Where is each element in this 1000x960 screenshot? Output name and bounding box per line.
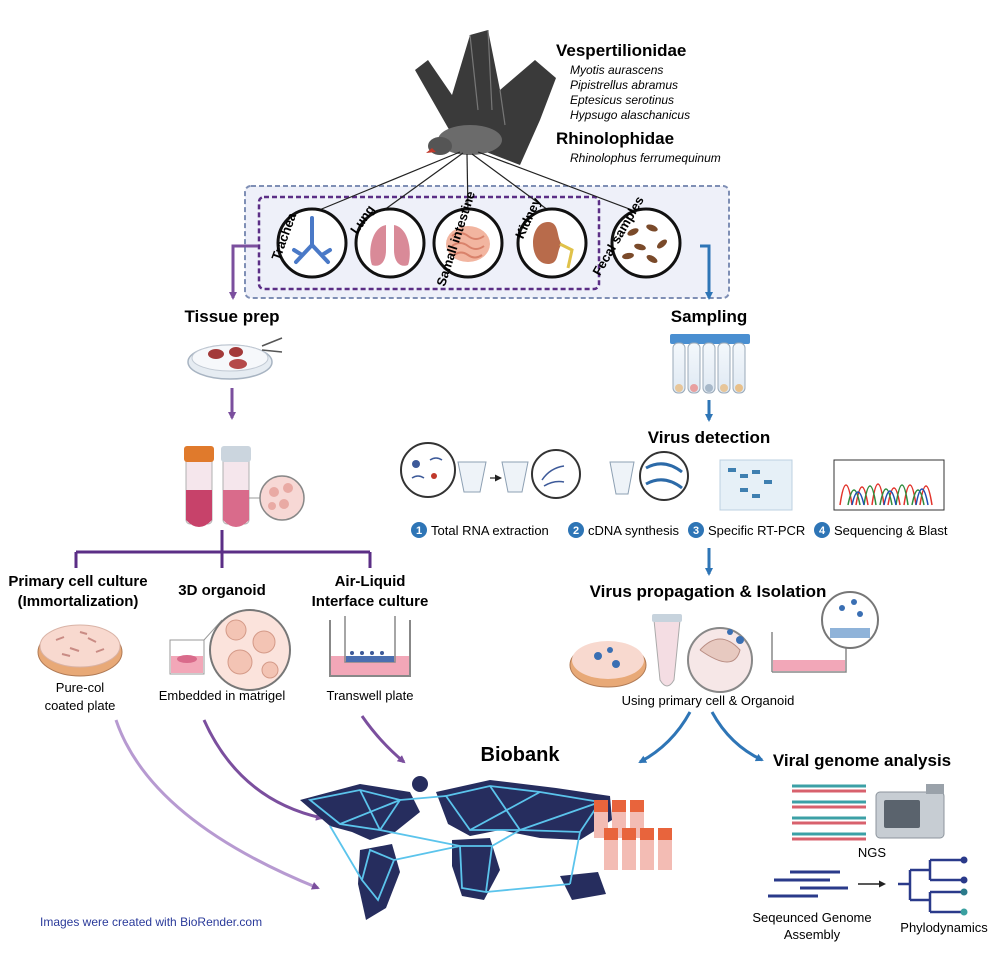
family-name: Vespertilionidae [556,41,686,60]
culture-branch-lines [74,530,372,568]
biobank-tubes-icon [594,800,672,870]
organ-panel [257,195,601,291]
assembly-label: Seqeunced Genome [752,910,871,925]
bat-illustration [415,29,556,165]
culture-title: 3D organoid [178,582,266,599]
svg-text:3: 3 [693,525,699,537]
svg-text:Sequencing & Blast: Sequencing & Blast [834,523,948,538]
sequencing-chromatogram-icon [833,459,945,511]
tissue-prep-arrow [229,244,258,300]
detection-step-2: 2 cDNA synthesis [568,522,680,538]
svg-text:Total RNA extraction: Total RNA extraction [431,523,549,538]
virus-detection-heading: Virus detection [648,428,771,447]
culture-caption: Pure-col [56,680,105,695]
pcr-gel-icon [719,459,793,511]
organoid-icon [169,609,291,691]
detection-step-3: 3 Specific RT-PCR [688,522,805,538]
ali-to-biobank-arrow [360,715,406,764]
biobank-heading: Biobank [481,744,561,766]
genome-assembly-icon [768,870,848,898]
svg-text:2: 2 [573,525,579,537]
assembly-label: Assembly [784,927,841,942]
bat-connector-lines [311,151,641,214]
culture-to-biobank-arrow [114,719,320,890]
sampling-arrow [700,244,713,300]
svg-text:cDNA synthesis: cDNA synthesis [588,523,680,538]
sample-tubes-icon [670,334,750,394]
sampling-heading: Sampling [671,307,748,326]
species-name: Pipistrellus abramus [570,78,678,92]
phylogenetic-tree-icon [898,856,968,916]
culture-title: (Immortalization) [18,593,139,610]
to-biobank-arrow [638,711,692,764]
cdna-synthesis-icon [609,451,689,501]
svg-text:1: 1 [416,525,422,537]
svg-text:Specific RT-PCR: Specific RT-PCR [708,523,805,538]
world-network-map [300,776,612,920]
species-name: Eptesicus serotinus [570,93,674,107]
to-genome-arrow [710,711,764,762]
phylodynamics-label: Phylodynamics [900,920,988,935]
species-name: Hypsugo alaschanicus [570,108,690,122]
culture-title: Interface culture [312,593,429,610]
centrifuge-tubes-icon [184,446,305,527]
rna-extraction-icon [400,442,581,499]
trachea-icon [276,207,348,279]
ngs-label: NGS [858,845,887,860]
detection-step-1: 1 Total RNA extraction [411,522,549,538]
propagation-illustration [569,591,879,693]
coated-plate-icon [37,624,123,677]
tissue-prep-heading: Tissue prep [184,307,279,326]
propagation-caption: Using primary cell & Organoid [622,693,795,708]
ngs-sequencer-icon [875,784,945,839]
family-name: Rhinolophidae [556,129,674,148]
species-name: Myotis aurascens [570,63,663,77]
petri-dish-icon [187,337,283,380]
detection-step-4: 4 Sequencing & Blast [814,522,948,538]
propagation-heading: Virus propagation & Isolation [590,582,827,601]
culture-title: Air-Liquid [335,573,406,590]
svg-text:4: 4 [819,525,826,537]
organoid-to-biobank-arrow [202,719,324,821]
culture-caption: coated plate [45,698,116,713]
lung-icon [354,207,426,279]
transwell-plate-icon [329,616,411,677]
fecal-samples-icon [610,207,682,279]
bat-taxonomy: Vespertilionidae Myotis aurascens Pipist… [556,41,721,165]
culture-caption: Embedded in matrigel [159,688,286,703]
species-name: Rhinolophus ferrumequinum [570,151,721,165]
genome-analysis-heading: Viral genome analysis [773,751,951,770]
culture-caption: Transwell plate [327,688,414,703]
credit-text: Images were created with BioRender.com [40,915,262,929]
small-intestine-icon [432,207,504,279]
culture-title: Primary cell culture [8,573,147,590]
dna-reads-icon [792,784,866,841]
kidney-icon [516,207,588,279]
